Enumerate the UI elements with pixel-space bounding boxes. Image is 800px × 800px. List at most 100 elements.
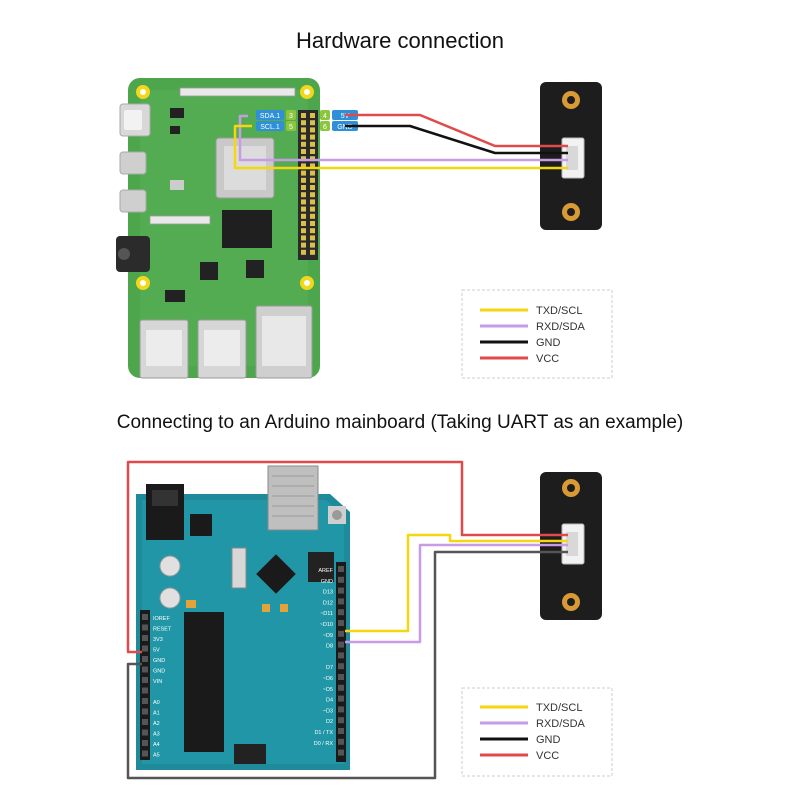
gpio-pin [301,120,306,126]
gpio-pin [301,163,306,169]
header-right-label: D0 / RX [314,741,334,747]
gpio-pin [310,156,315,162]
header-left-label: A4 [153,742,160,748]
header-pin [142,666,148,673]
gpio-pin [301,141,306,147]
wires-rpi [233,113,568,170]
gpio-pin [310,199,315,205]
pin-label-6: 6 [323,124,327,131]
header-pin [338,609,344,616]
header-pin [338,663,344,670]
header-pin [338,706,344,713]
gpio-pin [301,228,306,234]
section-title-hardware: Hardware connection [296,28,504,53]
usb-port [267,465,319,531]
header-pin [142,740,148,746]
header-pin [338,728,344,734]
pin-label-4: 4 [323,113,327,120]
gpio-pin [301,249,306,255]
gpio-pin [301,170,306,176]
header-pin [142,656,148,662]
gpio-pin [310,249,315,255]
wire-vcc [126,460,568,654]
atmega-chip [184,612,224,752]
sensor-module [540,82,602,230]
legend-label: RXD/SDA [536,321,586,333]
header-pin [142,687,148,694]
wire-gnd [345,124,568,155]
header-pin [142,677,148,683]
header-right-label: ~D3 [323,708,333,714]
gpio-pin [310,221,315,226]
header-right-label: ~D11 [320,611,333,617]
header-left-label: IOREF [153,616,170,622]
header-left-label: A2 [153,721,160,727]
header-pin [338,749,344,756]
legend-label: GND [536,337,561,349]
wire-vcc [345,113,568,148]
wire-rxd-sda [238,114,568,162]
legend-label: RXD/SDA [536,718,586,730]
pin-label-3: 3 [289,113,293,120]
header-right-label: GND [321,579,333,585]
header-pin [338,576,344,583]
gpio-pin [310,177,315,183]
header-right-label: AREF [318,568,333,574]
header-left-label: A3 [153,732,160,738]
header-pin [338,620,344,626]
gpio-pin [301,185,306,190]
gpio-pin [310,185,315,190]
header-left-label: 5V [153,648,160,654]
gpio-pin [310,192,315,198]
header-right-label: D13 [323,590,333,596]
header-right-label: ~D10 [320,622,333,628]
header-right-label: ~D6 [323,676,333,682]
header-pin [142,614,148,620]
gpio-pin [310,242,315,248]
header-right-label: D7 [326,665,333,671]
gpio-pin [301,127,306,133]
gpio-pin [301,149,306,154]
header-pin [338,674,344,680]
header-pin [338,695,344,702]
header-left-label: A0 [153,700,160,706]
pin-label-5v: 5V [341,113,350,120]
legend-label: VCC [536,750,559,762]
header-pin [338,630,344,637]
header-right-label: D2 [326,719,333,725]
gpio-pin [310,206,315,212]
header-left-label: A5 [153,753,160,759]
pin-label-5: 5 [289,124,293,131]
header-right [336,562,346,762]
gpio-pin [301,206,306,212]
header-pin [338,641,344,648]
section-title-arduino: Connecting to an Arduino mainboard (Taki… [116,412,684,433]
gpio-pin [301,156,306,162]
legend-label: TXD/SCL [536,702,582,714]
pin-label-sda: SDA.1 [260,113,280,120]
gpio-pin [301,192,306,198]
gpio-pin [310,141,315,147]
header-pin [338,566,344,572]
legend-label: TXD/SCL [536,305,582,317]
gpio-pin [310,170,315,176]
header-left-label: A1 [153,711,160,717]
gpio-pin [310,228,315,234]
header-pin [142,719,148,725]
sensor-module-2 [540,472,602,620]
header-left-label: 3V3 [153,637,163,643]
header-pin [338,652,344,659]
header-left [140,610,150,760]
gpio-pin [310,235,315,241]
header-right-label: ~D9 [323,633,333,639]
header-left-label: GND [153,658,165,664]
header-pin [142,645,148,652]
header-left-label: RESET [153,627,172,633]
pin-label-gnd: GND [337,124,353,131]
header-pin [338,587,344,594]
wire-txd-scl [233,124,568,170]
header-pin [338,598,344,605]
